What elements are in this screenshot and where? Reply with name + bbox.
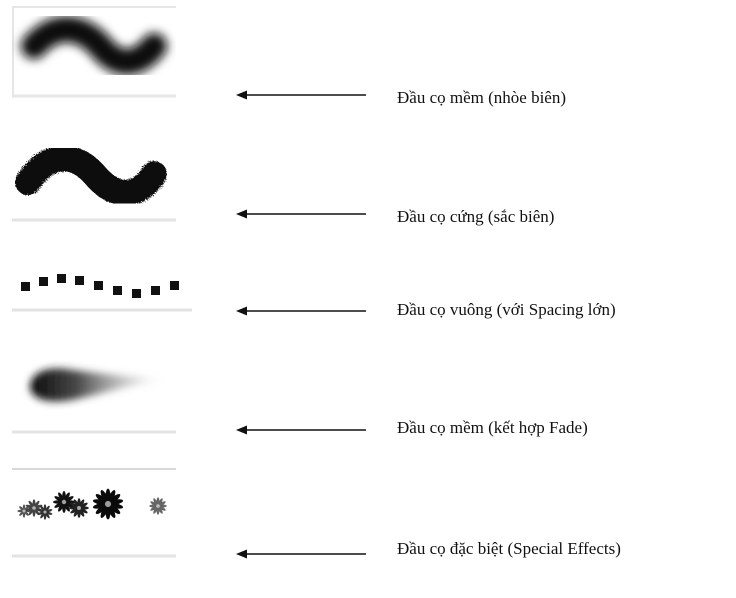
arrow-icon bbox=[236, 89, 366, 101]
fade-brush-label: Đầu cọ mềm (kết hợp Fade) bbox=[397, 418, 588, 438]
soft-brush-stroke bbox=[34, 29, 154, 61]
flower-mark bbox=[149, 497, 167, 515]
hard-brush-stroke bbox=[28, 158, 154, 192]
fade-brush-stroke bbox=[30, 369, 164, 402]
soft-brush-label: Đầu cọ mềm (nhòe biên) bbox=[397, 88, 566, 108]
hard-brush-label: Đầu cọ cứng (sắc biên) bbox=[397, 207, 554, 227]
arrow-icon bbox=[236, 424, 366, 436]
square-brush-dots bbox=[21, 274, 179, 298]
arrow-icon bbox=[236, 208, 366, 220]
flower-mark bbox=[53, 491, 75, 513]
brush-sample-hard bbox=[12, 140, 176, 222]
brush-sample-special bbox=[12, 468, 176, 558]
brush-sample-soft bbox=[12, 6, 176, 98]
flower-mark bbox=[92, 489, 123, 520]
special-effects-flowers bbox=[17, 489, 166, 520]
brush-sample-fade bbox=[12, 350, 176, 434]
arrow-icon bbox=[236, 548, 366, 560]
special-effects-label: Đầu cọ đặc biệt (Special Effects) bbox=[397, 539, 621, 559]
arrow-icon bbox=[236, 305, 366, 317]
square-brush-label: Đầu cọ vuông (với Spacing lớn) bbox=[397, 300, 616, 320]
brush-sample-square bbox=[12, 262, 176, 312]
